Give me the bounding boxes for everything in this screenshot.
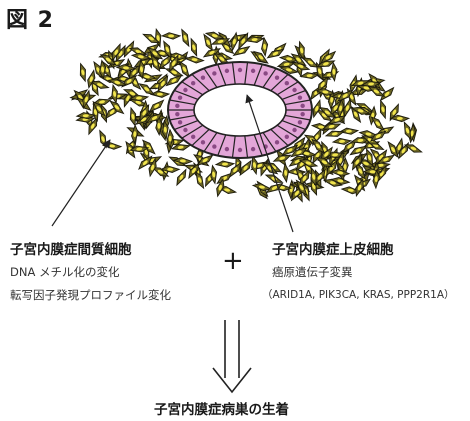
epithelial-nucleus [225, 69, 229, 73]
epithelial-nucleus [183, 128, 187, 132]
epithelial-nucleus [201, 140, 205, 144]
result-label: 子宮内膜症病巣の生着 [154, 398, 289, 418]
epithelial-nucleus [251, 69, 255, 73]
gland-lumen [194, 84, 286, 136]
epithelial-nucleus [238, 148, 242, 152]
epithelial-nucleus [191, 81, 195, 85]
stroma-heading: 子宮内膜症間質細胞 [10, 238, 132, 258]
stromal-cell [179, 28, 192, 47]
epithelial-nucleus [275, 75, 279, 79]
epithelial-nucleus [178, 95, 182, 99]
stroma-pointer-arrow [52, 140, 110, 226]
epithelial-nucleus [285, 81, 289, 85]
stroma-line-1: DNA メチル化の変化 [10, 264, 119, 280]
epithelial-nucleus [275, 140, 279, 144]
stromal-cell [216, 160, 234, 167]
epithelial-nucleus [251, 147, 255, 151]
epithelial-nucleus [300, 104, 304, 108]
epithelial-nucleus [292, 128, 296, 132]
endometrial-gland [168, 62, 312, 158]
epithelial-nucleus [263, 71, 267, 75]
epithelial-nucleus [212, 71, 216, 75]
stromal-cell [77, 63, 88, 82]
stroma-line-2: 転写因子発現プロファイル変化 [10, 287, 171, 303]
epithelium-line-2: （ARID1A, PIK3CA, KRAS, PPP2R1A） [262, 287, 455, 302]
stromal-cell [162, 33, 180, 39]
stromal-cell [340, 127, 358, 135]
epithelial-nucleus [285, 135, 289, 139]
epithelial-nucleus [238, 68, 242, 72]
epithelial-nucleus [201, 75, 205, 79]
epithelial-nucleus [175, 112, 179, 116]
double-down-arrow [213, 320, 251, 392]
epithelial-nucleus [298, 120, 302, 124]
epithelium-line-1: 癌原遺伝子変異 [272, 264, 353, 280]
stromal-cell [378, 100, 389, 119]
stromal-cell [330, 63, 338, 81]
stromal-cell [261, 37, 269, 55]
epithelial-nucleus [225, 147, 229, 151]
epithelial-nucleus [183, 88, 187, 92]
stromal-cell [188, 38, 200, 57]
epithelial-nucleus [298, 95, 302, 99]
epithelial-nucleus [212, 144, 216, 148]
epithelial-nucleus [175, 104, 179, 108]
stromal-cell [185, 55, 204, 63]
epithelial-nucleus [292, 88, 296, 92]
epithelial-nucleus [178, 120, 182, 124]
epithelium-heading: 子宮内膜症上皮細胞 [272, 238, 394, 258]
plus-symbol: + [222, 246, 244, 276]
epithelial-nucleus [300, 112, 304, 116]
stromal-cell [282, 164, 290, 182]
epithelial-nucleus [191, 135, 195, 139]
